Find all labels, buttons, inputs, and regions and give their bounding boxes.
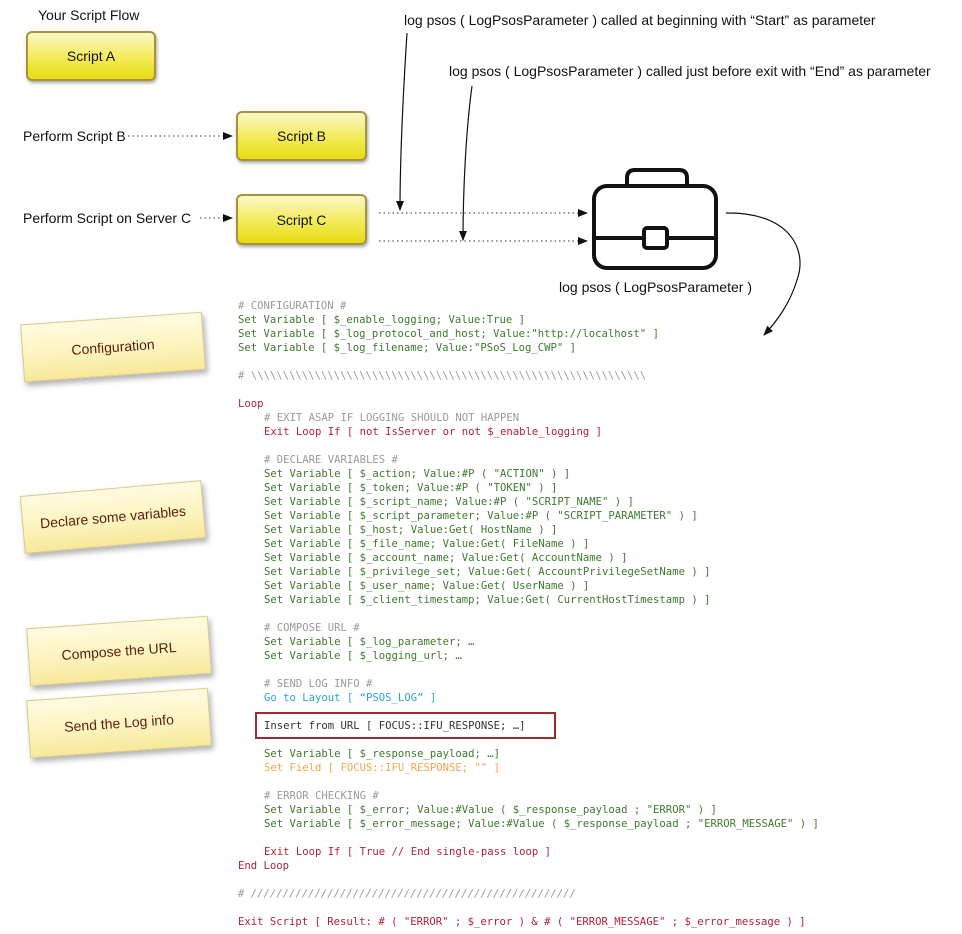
code-line: Set Variable [ $_user_name; Value:Get( U… (264, 580, 590, 592)
code-line: # \\\\\\\\\\\\\\\\\\\\\\\\\\\\\\\\\\\\\\… (238, 370, 647, 382)
briefcase-label: log psos ( LogPsosParameter ) (559, 279, 752, 295)
code-line: Set Field [ FOCUS::IFU_RESPONSE; "" ] (264, 762, 500, 774)
code-line (238, 383, 819, 397)
code-line (238, 663, 819, 677)
script-c-box[interactable]: Script C (236, 194, 367, 245)
code-line (238, 439, 819, 453)
note-declare-variables-label: Declare some variables (39, 502, 187, 532)
briefcase-icon (592, 168, 718, 270)
start-call-annotation: log psos ( LogPsosParameter ) called at … (404, 12, 876, 28)
code-line: Set Variable [ $_host; Value:Get( HostNa… (264, 524, 558, 536)
code-line: # ERROR CHECKING # (264, 790, 379, 802)
note-send-log-info-label: Send the Log info (63, 711, 175, 735)
script-b-label: Script B (276, 128, 326, 144)
script-a-label: Script A (66, 48, 116, 64)
note-configuration-label: Configuration (70, 336, 156, 358)
briefcase-to-code-arrow (725, 212, 801, 336)
code-line: Set Variable [ $_client_timestamp; Value… (264, 594, 711, 606)
code-line: Insert from URL [ FOCUS::IFU_RESPONSE; …… (264, 720, 526, 732)
code-line: Set Variable [ $_log_filename; Value:"PS… (238, 342, 577, 354)
insert-from-url-highlight (255, 712, 556, 739)
code-line: # //////////////////////////////////////… (238, 888, 577, 900)
code-line: Set Variable [ $_error_message; Value:#V… (264, 818, 819, 830)
code-line: Set Variable [ $_error; Value:#Value ( $… (264, 804, 717, 816)
code-line: # EXIT ASAP IF LOGGING SHOULD NOT HAPPEN (264, 412, 520, 424)
code-line (238, 775, 819, 789)
script-code-listing: # CONFIGURATION # Set Variable [ $_enable… (238, 299, 819, 929)
code-line: Exit Loop If [ not IsServer or not $_ena… (264, 426, 603, 438)
code-line: Set Variable [ $_response_payload; …] (264, 748, 500, 760)
code-line: Set Variable [ $_log_parameter; … (264, 636, 475, 648)
note-compose-url-label: Compose the URL (60, 639, 177, 663)
code-line: # SEND LOG INFO # (264, 678, 373, 690)
code-line: Set Variable [ $_file_name; Value:Get( F… (264, 538, 590, 550)
code-line: End Loop (238, 860, 290, 872)
code-line: Set Variable [ $_enable_logging; Value:T… (238, 314, 526, 326)
script-a-box[interactable]: Script A (26, 31, 156, 81)
code-line: # COMPOSE URL # (264, 622, 360, 634)
code-line: Set Variable [ $_log_protocol_and_host; … (238, 328, 659, 340)
code-line: Set Variable [ $_script_parameter; Value… (264, 510, 698, 522)
code-line: Set Variable [ $_privilege_set; Value:Ge… (264, 566, 711, 578)
code-line: Exit Script [ Result: # ( "ERROR" ; $_er… (238, 916, 806, 928)
code-line: Set Variable [ $_script_name; Value:#P (… (264, 496, 634, 508)
code-line: Set Variable [ $_action; Value:#P ( "ACT… (264, 468, 571, 480)
code-line: Go to Layout [ “PSOS_LOG” ] (264, 692, 437, 704)
code-line (238, 607, 819, 621)
perform-script-on-server-c-label: Perform Script on Server C (23, 210, 192, 226)
code-line: Set Variable [ $_token; Value:#P ( "TOKE… (264, 482, 558, 494)
perform-script-b-label: Perform Script B (23, 128, 126, 144)
code-line (238, 901, 819, 915)
code-line (238, 873, 819, 887)
code-line: Set Variable [ $_account_name; Value:Get… (264, 552, 628, 564)
script-b-box[interactable]: Script B (236, 111, 367, 161)
flow-title: Your Script Flow (38, 7, 140, 23)
code-line (238, 831, 819, 845)
code-line: # DECLARE VARIABLES # (264, 454, 398, 466)
end-call-annotation: log psos ( LogPsosParameter ) called jus… (449, 63, 931, 79)
script-c-label: Script C (276, 211, 327, 228)
code-line: Set Variable [ $_logging_url; … (264, 650, 462, 662)
code-line (238, 355, 819, 369)
start-annotation-arrow (396, 32, 408, 211)
code-line: # CONFIGURATION # (238, 300, 347, 312)
code-line: Exit Loop If [ True // End single-pass l… (264, 846, 552, 858)
code-line: Loop (238, 398, 264, 410)
end-annotation-arrow (459, 85, 473, 241)
